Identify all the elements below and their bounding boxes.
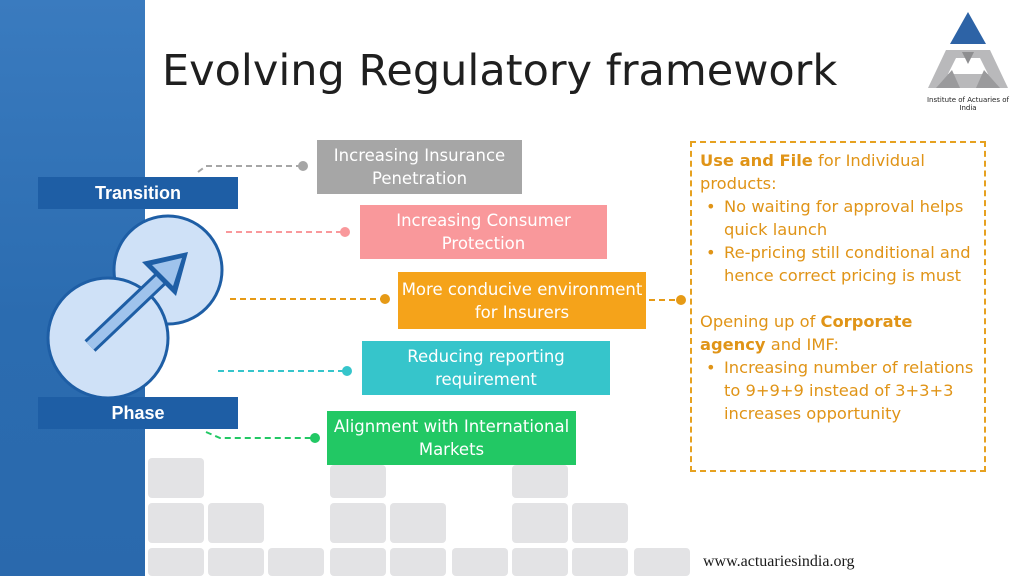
page-title: Evolving Regulatory framework: [162, 46, 838, 96]
actuaries-triangle-logo-icon: [928, 12, 1008, 88]
box-conducive-environment: More conducive environment for Insurers: [398, 272, 646, 329]
box-reducing-reporting: Reducing reporting requirement: [362, 341, 610, 395]
list-item: Increasing number of relations to 9+9+9 …: [706, 356, 976, 425]
box-international-markets: Alignment with International Markets: [327, 411, 576, 465]
corporate-agency-bold: Corporate agency: [700, 312, 913, 354]
list-item: No waiting for approval helps quick laun…: [706, 195, 976, 241]
logo-caption: Institute of Actuaries of India: [926, 96, 1009, 112]
footer-url: www.actuariesindia.org: [703, 553, 855, 570]
note-section-2-rest: and IMF:: [765, 335, 839, 354]
transition-label: Transition: [38, 177, 238, 209]
note-section-1-list: No waiting for approval helps quick laun…: [700, 195, 976, 287]
note-section-1-heading: Use and File for Individual products:: [700, 149, 976, 195]
box-consumer-protection: Increasing Consumer Protection: [360, 205, 607, 259]
note-section-1-rest: for Individual products:: [700, 151, 925, 193]
box-insurance-penetration: Increasing Insurance Penetration: [317, 140, 522, 194]
transition-circles-graphic: [46, 214, 224, 400]
note-section-2-pre: Opening up of: [700, 312, 821, 331]
use-and-file-bold: Use and File: [700, 151, 813, 170]
note-section-2-list: Increasing number of relations to 9+9+9 …: [700, 356, 976, 425]
note-section-2-heading: Opening up of Corporate agency and IMF:: [700, 310, 976, 356]
use-and-file-note: Use and File for Individual products: No…: [690, 141, 986, 472]
list-item: Re-pricing still conditional and hence c…: [706, 241, 976, 287]
phase-label: Phase: [38, 397, 238, 429]
